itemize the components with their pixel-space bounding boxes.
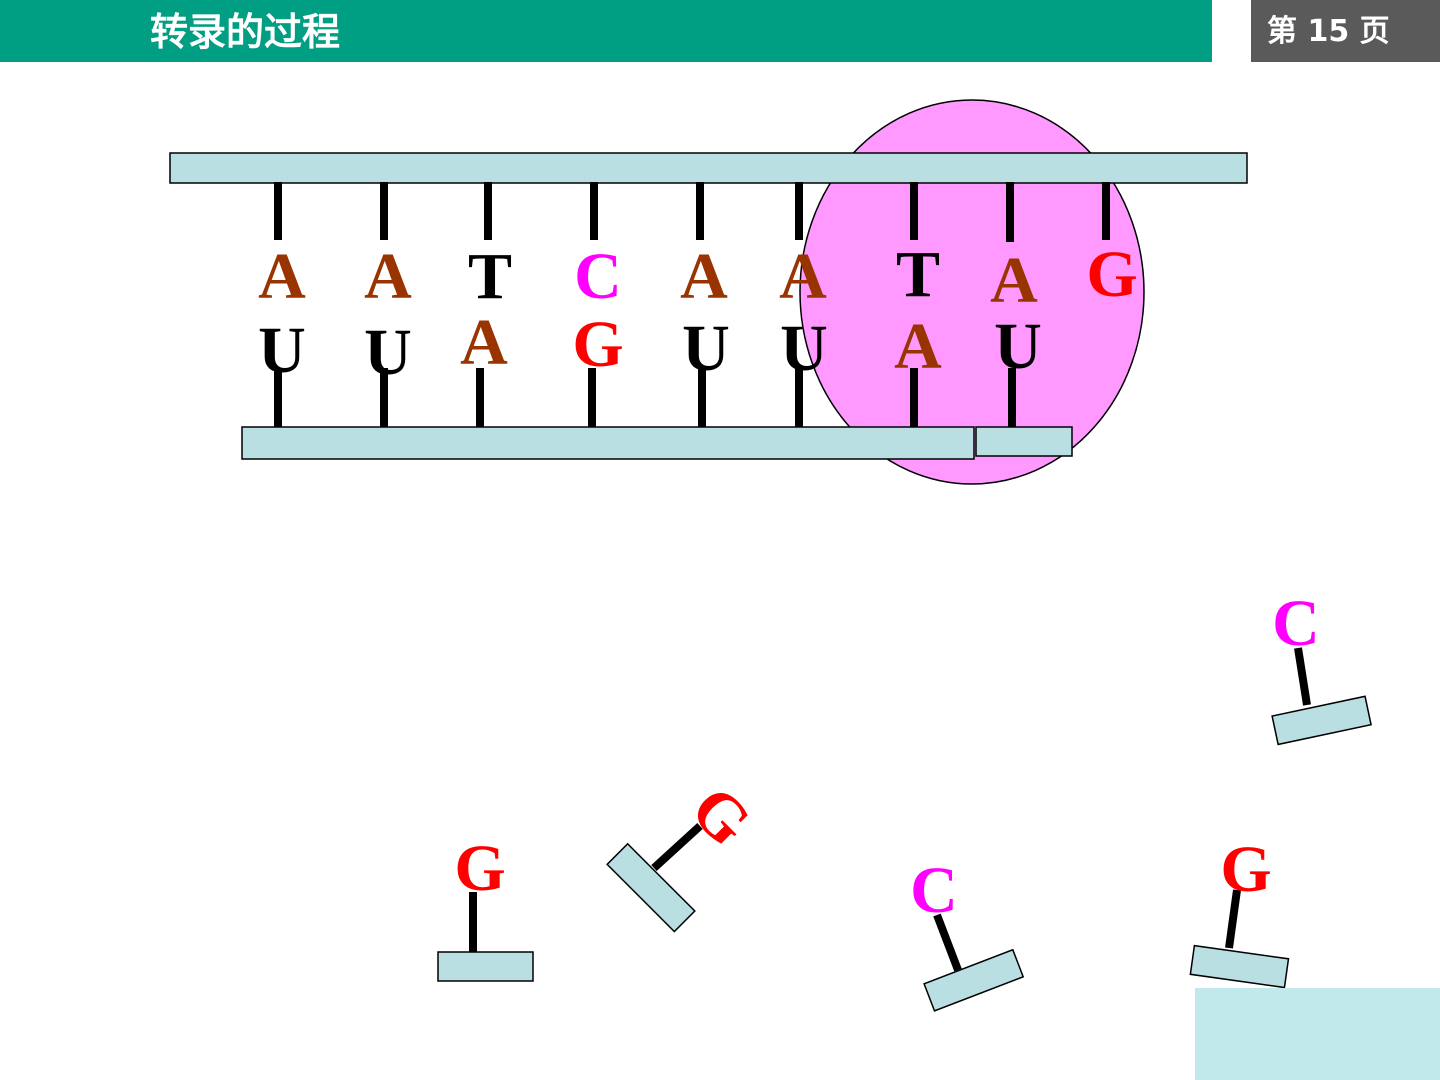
dna-base-stems (274, 182, 1110, 242)
free-nucleotide-g-3: G (1189, 833, 1290, 989)
svg-text:C: C (1272, 587, 1320, 660)
dna-base-1: A (258, 240, 306, 313)
free-nucleotide-c-2: C (910, 854, 1025, 1012)
dna-base-4: C (574, 240, 622, 313)
rna-base-1: U (258, 314, 306, 387)
rna-strand (241, 426, 975, 460)
svg-text:C: C (910, 854, 958, 927)
corner-decoration (1195, 988, 1440, 1080)
dna-base-6: A (779, 240, 827, 313)
dna-base-2: A (364, 240, 412, 313)
svg-text:G: G (454, 832, 505, 905)
dna-base-8: A (990, 244, 1038, 317)
dna-base-3: T (468, 240, 512, 313)
svg-text:G: G (677, 772, 765, 860)
free-nucleotide-g-1: G (437, 832, 534, 982)
rna-base-stems (274, 368, 1016, 427)
rna-base-3: A (460, 306, 508, 379)
rna-base-4: G (572, 308, 623, 381)
rna-base-7: A (894, 310, 942, 383)
rna-polymerase (799, 99, 1145, 485)
free-nucleotide-g-2: G (606, 772, 765, 933)
dna-base-7: T (896, 238, 940, 311)
rna-strand-new-segment (975, 426, 1073, 457)
svg-text:G: G (1220, 833, 1271, 906)
dna-strand (169, 152, 1248, 184)
dna-base-5: A (680, 240, 728, 313)
page-number-box (1251, 0, 1440, 62)
page-number: 第 15 页 (1267, 14, 1390, 49)
dna-base-9: G (1086, 238, 1137, 311)
title-bar (0, 0, 1212, 62)
rna-base-6: U (780, 312, 828, 385)
rna-base-8: U (994, 310, 1042, 383)
rna-base-5: U (682, 312, 730, 385)
rna-base-2: U (364, 316, 412, 389)
slide-title: 转录的过程 (150, 10, 341, 54)
free-nucleotide-c-1: C (1271, 587, 1372, 746)
